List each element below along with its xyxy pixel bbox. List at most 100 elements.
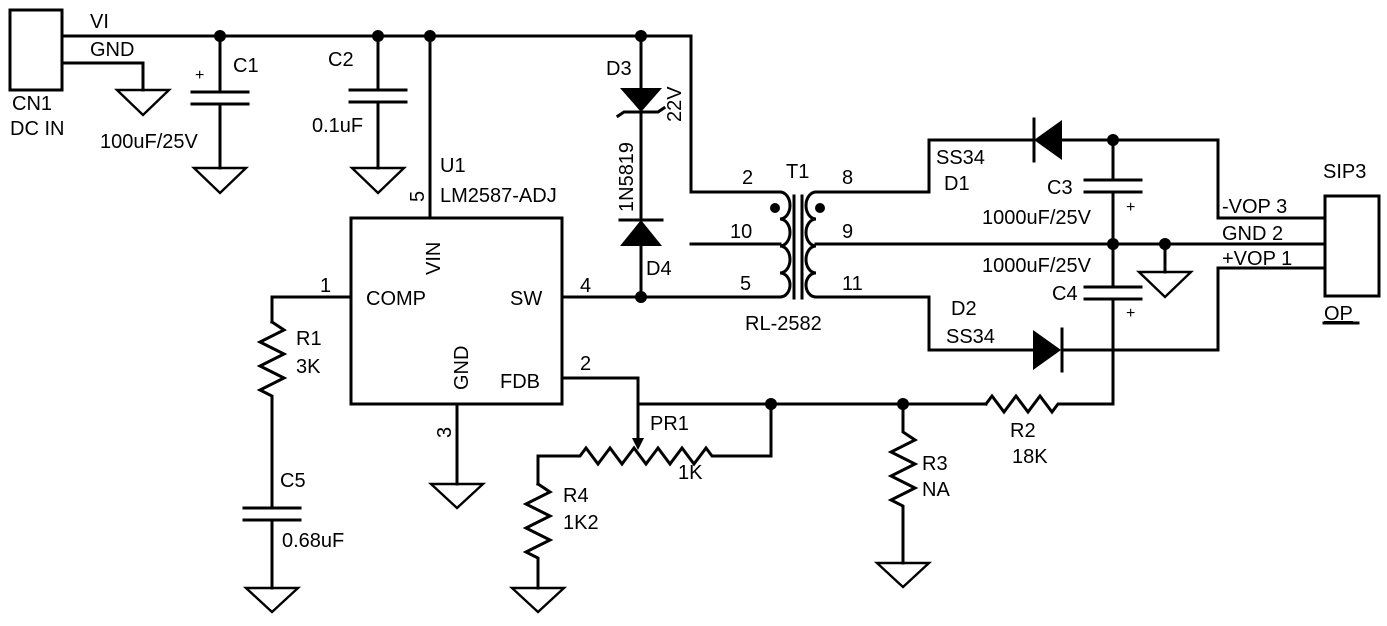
d3-ref: D3	[606, 58, 632, 80]
u1-ground-symbol	[427, 482, 487, 510]
c5-ref: C5	[280, 470, 306, 492]
t1-secondary-dot	[815, 203, 825, 213]
d1-body	[1034, 120, 1062, 160]
c5-value: 0.68uF	[282, 530, 344, 552]
pr1-value: 1K	[678, 462, 703, 484]
r3-resistor: R3 NA	[873, 402, 950, 589]
u1-pin-vin-num: 5	[407, 191, 429, 202]
t1-ref: T1	[786, 161, 809, 183]
t1-pin11: 11	[842, 273, 863, 295]
d2-body	[1033, 330, 1061, 370]
r1-ref: R1	[296, 328, 322, 350]
u1-pin-gnd-num: 3	[434, 427, 456, 438]
r2-ref: R2	[1010, 420, 1036, 442]
r3-ref: R3	[922, 453, 948, 475]
c2-ref: C2	[328, 49, 354, 71]
cn1-pin-gnd: GND	[90, 39, 134, 61]
t1-pin5: 5	[740, 273, 751, 295]
u1-ref: U1	[440, 155, 466, 177]
sip3-pin1: +VOP 1	[1222, 248, 1292, 270]
u1-pin-fdb: FDB	[500, 371, 540, 393]
u1-pin-comp: COMP	[366, 288, 426, 310]
r4-resistor: R4 1K2	[508, 481, 599, 614]
t1-primary-winding	[778, 190, 792, 299]
cn1-body	[8, 8, 64, 92]
sip3-connector: SIP3 OP -VOP 3 GND 2 +VOP 1	[1222, 161, 1381, 325]
u1-part: LM2587-ADJ	[440, 185, 557, 207]
pr1-potentiometer: PR1 1K	[536, 402, 773, 486]
c4-value: 1000uF/25V	[982, 255, 1092, 277]
r1-resistor	[256, 319, 288, 510]
d1-ref: D1	[944, 173, 970, 195]
u1-ic: U1 LM2587-ADJ 5 VIN COMP 1 SW 4 GND 3 FD…	[320, 34, 591, 510]
fdb-wire	[560, 376, 640, 442]
c4-capacitor: + 1000uF/25V C4	[982, 242, 1143, 406]
c3-polarity: +	[1126, 199, 1135, 216]
u1-pin-fdb-num: 2	[580, 353, 591, 375]
c1-ground-symbol	[191, 166, 249, 195]
c4-ref: C4	[1052, 283, 1078, 305]
r3-ground-symbol	[873, 561, 933, 589]
sip3-pin2: GND 2	[1222, 223, 1283, 245]
c2-value: 0.1uF	[312, 115, 363, 137]
c1-polarity: +	[195, 67, 204, 84]
d1-diode: SS34 D1	[936, 117, 1327, 220]
r4-value: 1K2	[563, 512, 599, 534]
pin11-wire	[814, 295, 1035, 352]
c3-value: 1000uF/25V	[982, 207, 1092, 229]
u1-pin-gnd: GND	[451, 346, 473, 390]
u1-pin-vin: VIN	[423, 242, 445, 275]
t1-pin9: 9	[842, 221, 853, 243]
pin8-wire	[814, 138, 1035, 194]
sip3-name: OP	[1324, 303, 1353, 325]
r3-value: NA	[922, 479, 950, 501]
d2-ref: D2	[951, 298, 977, 320]
t1-part: RL-2582	[745, 313, 822, 335]
r2-resistor: R2 18K	[983, 393, 1115, 468]
cn1-ground-symbol	[114, 88, 172, 117]
cn1-gnd-wire	[60, 61, 145, 92]
c4-polarity: +	[1126, 305, 1135, 322]
r1-value: 3K	[296, 356, 321, 378]
pr1-wiper-arrow	[632, 438, 644, 450]
u1-pin-sw: SW	[510, 288, 542, 310]
c5-ground-symbol	[242, 586, 302, 614]
c1-value: 100uF/25V	[100, 131, 199, 153]
c2-capacitor: C2 0.1uF	[312, 34, 408, 195]
r4-ground-symbol	[508, 586, 568, 614]
c3-ref: C3	[1047, 177, 1073, 199]
d1-part: SS34	[936, 147, 985, 169]
r4-ref: R4	[563, 485, 589, 507]
t1-pin8: 8	[842, 167, 853, 189]
pr1-ref: PR1	[650, 413, 689, 435]
sip3-ref: SIP3	[1323, 161, 1366, 183]
cn1-desc: DC IN	[10, 118, 64, 140]
t1-primary-dot	[770, 203, 780, 213]
u1-pin-comp-num: 1	[320, 275, 331, 297]
neg-output-wire	[1060, 138, 1327, 220]
sip3-pin3: -VOP 3	[1222, 196, 1287, 218]
d3-value: 22V	[664, 86, 686, 122]
cn1-connector: CN1 DC IN VI GND	[8, 8, 172, 140]
sip3-body	[1323, 194, 1381, 298]
out-ground-symbol	[1136, 270, 1194, 299]
d3-zener-diode: D3 22V	[606, 34, 686, 222]
d2-part: SS34	[946, 326, 995, 348]
d4-ref: D4	[646, 258, 672, 280]
r2-value: 18K	[1012, 446, 1048, 468]
d4-part: 1N5819	[616, 142, 638, 212]
d4-diode: 1N5819 D4	[616, 142, 672, 299]
u1-pin-sw-num: 4	[580, 275, 591, 297]
c3-capacitor: + C3 1000uF/25V	[982, 138, 1143, 246]
t1-pin10: 10	[730, 221, 752, 243]
t1-transformer: T1 RL-2582 2 10 5 8 9 11	[689, 161, 863, 335]
d3-body	[620, 88, 662, 112]
comp-network: R1 3K C5 0.68uF	[242, 295, 353, 614]
cn1-pin-vi: VI	[90, 11, 109, 33]
d2-diode: D2 SS34	[946, 266, 1327, 373]
d4-body	[620, 220, 662, 246]
pos-output-wire	[1060, 266, 1327, 352]
t1-pin2: 2	[742, 167, 753, 189]
cn1-ref: CN1	[12, 93, 52, 115]
